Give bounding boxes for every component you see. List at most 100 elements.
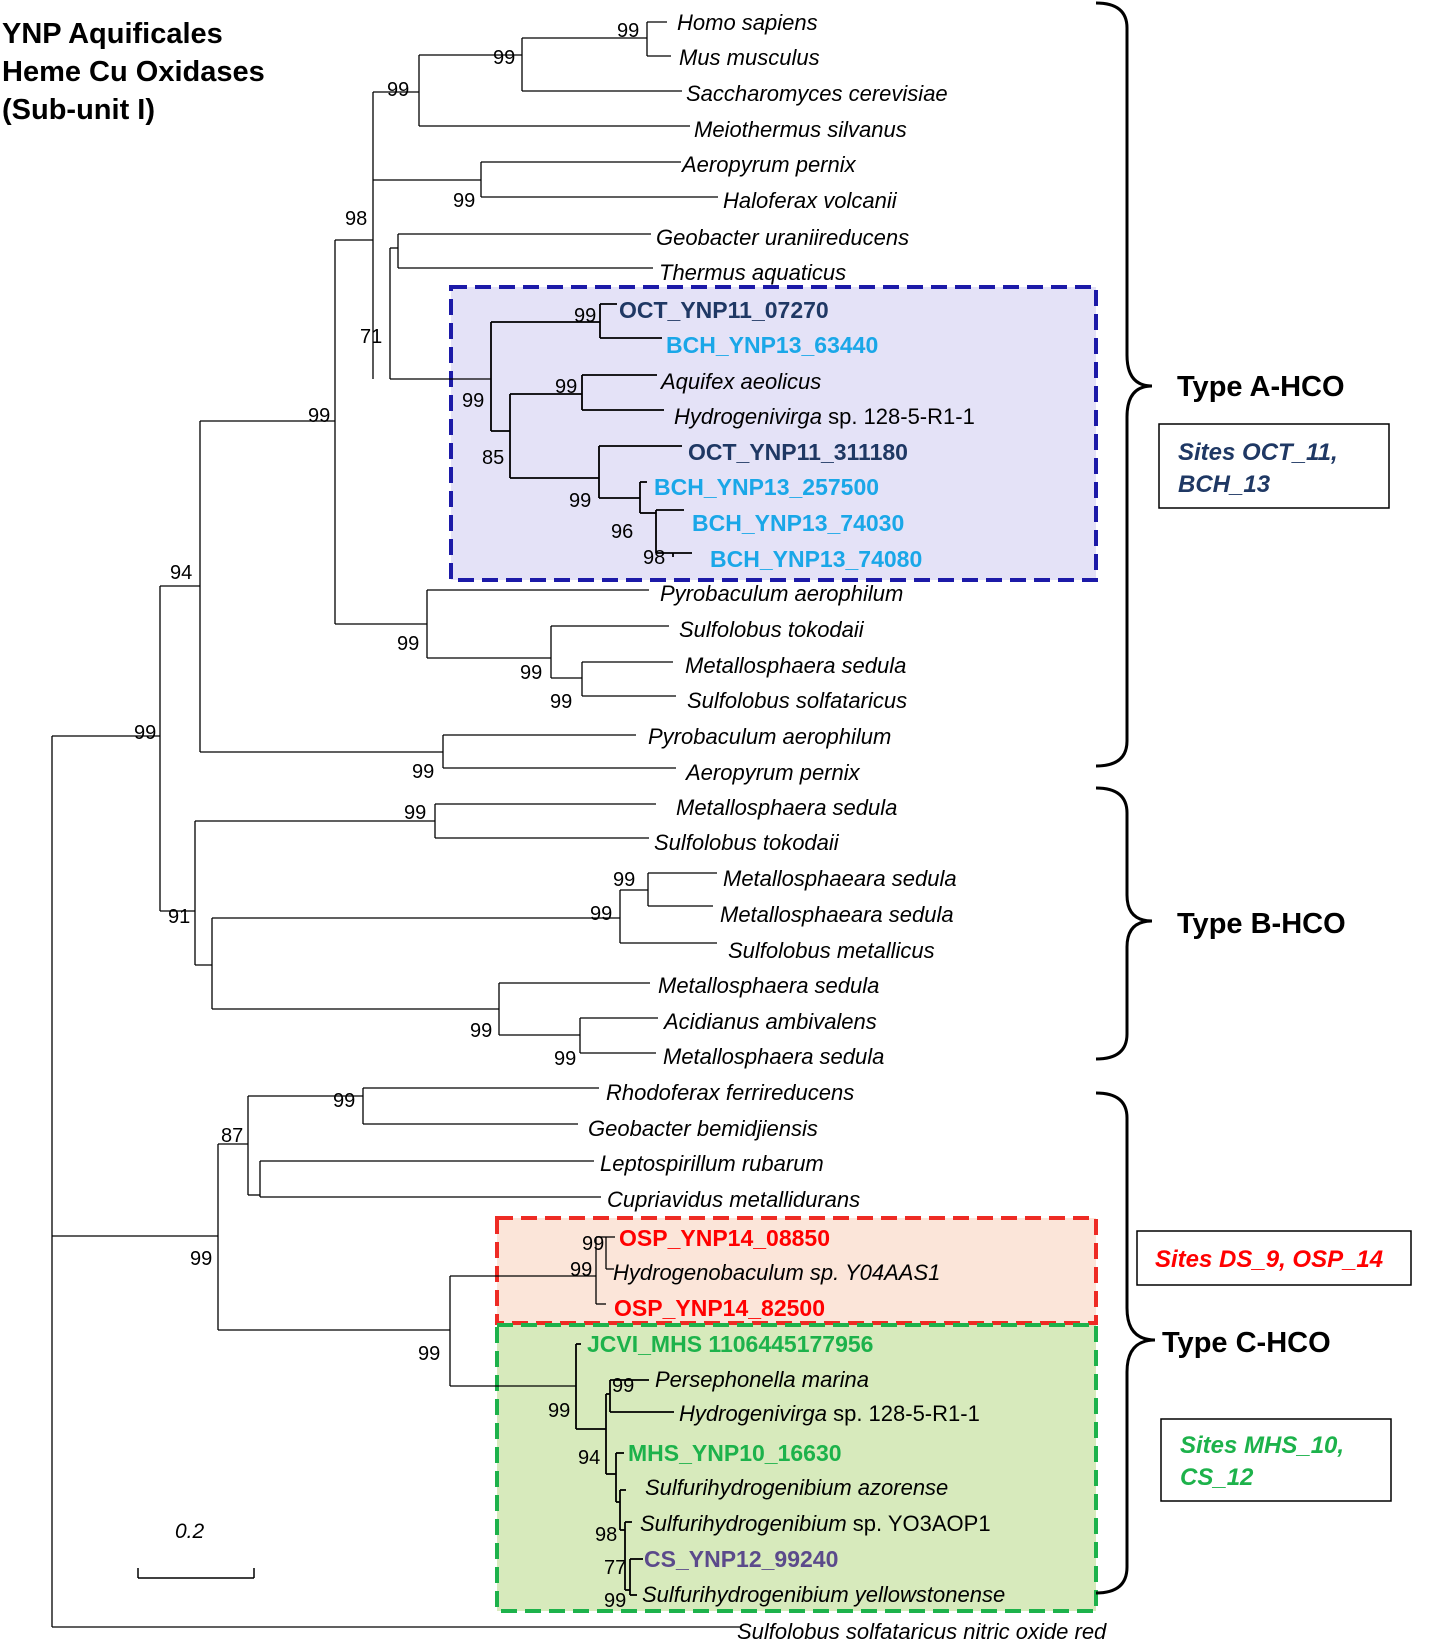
leaf-label: OCT_YNP11_07270 — [619, 297, 829, 323]
leaf-label: Metallosphaeara sedula — [720, 902, 954, 927]
bootstrap-value: 99 — [308, 405, 330, 427]
site-box-line: BCH_13 — [1178, 471, 1271, 498]
leaf-label: Hydrogenobaculum sp. Y04AAS1 — [613, 1260, 940, 1285]
bootstrap-value: 99 — [590, 903, 612, 925]
leaf-label: Sulfolobus solfataricus — [687, 688, 907, 713]
figure-title-line-2: Heme Cu Oxidases — [2, 56, 265, 88]
tree-branches — [51, 21, 740, 1628]
scale-bar: 0.2 — [137, 1520, 255, 1579]
leaf-label: Mus musculus — [679, 45, 820, 70]
leaf-label: Homo sapiens — [677, 10, 818, 35]
leaf-label: BCH_YNP13_74080 — [710, 546, 922, 572]
leaf-label: Sulfolobus solfataricus nitric oxide red — [737, 1619, 1107, 1644]
clade-highlight-c-red — [495, 1216, 1098, 1325]
leaf-label: OSP_YNP14_08850 — [619, 1225, 830, 1251]
leaf-genus: Sulfurihydrogenibium — [640, 1511, 847, 1536]
leaf-label: Metallosphaeara sedula — [723, 866, 957, 891]
bootstrap-value: 94 — [578, 1447, 600, 1469]
site-box-line: Sites OCT_11, — [1178, 439, 1338, 466]
leaf-label: Acidianus ambivalens — [662, 1009, 877, 1034]
group-label-type-c: Type C-HCO — [1162, 1327, 1331, 1359]
bracket-type-b — [1095, 786, 1153, 1061]
bootstrap-value: 99 — [470, 1020, 492, 1042]
bootstrap-value: 87 — [221, 1125, 243, 1147]
figure-title-line-3: (Sub-unit I) — [2, 94, 155, 126]
site-box-mhs-cs: Sites MHS_10, CS_12 — [1160, 1418, 1392, 1502]
bracket-type-c — [1095, 1091, 1156, 1595]
leaf-label: Pyrobaculum aerophilum — [648, 724, 891, 749]
bootstrap-value: 99 — [412, 761, 434, 783]
leaf-label: Saccharomyces cerevisiae — [686, 81, 948, 106]
bootstrap-value: 98 — [345, 208, 367, 230]
leaf-label: BCH_YNP13_63440 — [666, 332, 878, 358]
leaf-label: Aeropyrum pernix — [680, 152, 857, 177]
bootstrap-value: 94 — [170, 562, 192, 584]
site-box-oct-bch: Sites OCT_11, BCH_13 — [1158, 423, 1390, 509]
leaf-label: Thermus aquaticus — [659, 260, 846, 285]
leaf-label: Cupriavidus metallidurans — [607, 1187, 860, 1212]
leaf-label: Sulfurihydrogenibium azorense — [645, 1475, 948, 1500]
bootstrap-value: 99 — [462, 390, 484, 412]
leaf-label: Sulfolobus tokodaii — [679, 617, 865, 642]
clade-highlight-c-green — [495, 1323, 1098, 1613]
bootstrap-value: 91 — [168, 906, 190, 928]
group-brackets — [1095, 1, 1156, 1595]
leaf-strain: sp. 128-5-R1-1 — [827, 1401, 980, 1426]
bootstrap-value: 77 — [604, 1557, 626, 1579]
leaf-label: Persephonella marina — [655, 1367, 869, 1392]
leaf-genus: Hydrogenivirga — [674, 404, 822, 429]
group-label-type-a: Type A-HCO — [1177, 371, 1345, 403]
leaf-label: Sulfurihydrogenibium yellowstonense — [642, 1582, 1005, 1607]
site-box-line: Sites MHS_10, — [1180, 1432, 1344, 1459]
leaf-label: Geobacter bemidjiensis — [588, 1116, 818, 1141]
leaf-label: JCVI_MHS 1106445177956 — [587, 1331, 873, 1357]
bootstrap-value: 99 — [570, 1259, 592, 1281]
bootstrap-value: 99 — [333, 1090, 355, 1112]
bootstrap-value: 98 — [643, 547, 665, 569]
bootstrap-value: 99 — [190, 1248, 212, 1270]
bootstrap-value: 99 — [387, 79, 409, 101]
bootstrap-value: 99 — [404, 802, 426, 824]
bootstrap-value: 99 — [554, 1048, 576, 1070]
leaf-label: Metallosphaera sedula — [658, 973, 879, 998]
leaf-label: BCH_YNP13_257500 — [654, 474, 879, 500]
leaf-label: CS_YNP12_99240 — [644, 1546, 838, 1572]
leaf-strain: sp. 128-5-R1-1 — [822, 404, 975, 429]
leaf-label: Sulfolobus tokodaii — [654, 830, 840, 855]
leaf-label: Aeropyrum pernix — [684, 760, 861, 785]
bootstrap-value: 99 — [520, 662, 542, 684]
bootstrap-value: 99 — [493, 47, 515, 69]
bootstrap-value: 99 — [453, 190, 475, 212]
group-label-type-b: Type B-HCO — [1177, 908, 1346, 940]
leaf-label: Metallosphaera sedula — [685, 653, 906, 678]
leaf-labels: Homo sapiens Mus musculus Saccharomyces … — [587, 10, 1107, 1644]
bootstrap-value: 99 — [604, 1590, 626, 1612]
leaf-label: Hydrogenivirga sp. 128-5-R1-1 — [679, 1401, 980, 1426]
leaf-label: Hydrogenivirga sp. 128-5-R1-1 — [674, 404, 975, 429]
bootstrap-value: 99 — [548, 1400, 570, 1422]
leaf-label: OCT_YNP11_311180 — [688, 439, 908, 465]
bootstrap-value: 99 — [582, 1233, 604, 1255]
bootstrap-value: 99 — [613, 869, 635, 891]
leaf-label: Aquifex aeolicus — [659, 369, 821, 394]
bracket-type-a — [1095, 1, 1153, 768]
leaf-label: MHS_YNP10_16630 — [628, 1440, 842, 1466]
leaf-strain: sp. YO3AOP1 — [847, 1511, 991, 1536]
bootstrap-value: 99 — [612, 1375, 634, 1397]
bootstrap-value: 99 — [555, 376, 577, 398]
leaf-label: OSP_YNP14_82500 — [614, 1295, 825, 1321]
clade-highlight-a — [449, 285, 1098, 582]
leaf-label: Sulfurihydrogenibium sp. YO3AOP1 — [640, 1511, 991, 1536]
bootstrap-values: 99 99 99 99 98 71 99 99 99 99 85 99 96 9… — [134, 20, 665, 1612]
leaf-label: Metallosphaera sedula — [676, 795, 897, 820]
bootstrap-value: 99 — [569, 490, 591, 512]
leaf-label: Rhodoferax ferrireducens — [606, 1080, 854, 1105]
leaf-genus: Hydrogenivirga — [679, 1401, 827, 1426]
scale-bar-label: 0.2 — [175, 1520, 205, 1543]
bootstrap-value: 71 — [360, 326, 382, 348]
figure-title-line-1: YNP Aquificales — [2, 18, 223, 50]
bootstrap-value: 99 — [574, 305, 596, 327]
leaf-label: Meiothermus silvanus — [694, 117, 907, 142]
site-box-ds-osp: Sites DS_9, OSP_14 — [1136, 1230, 1412, 1286]
